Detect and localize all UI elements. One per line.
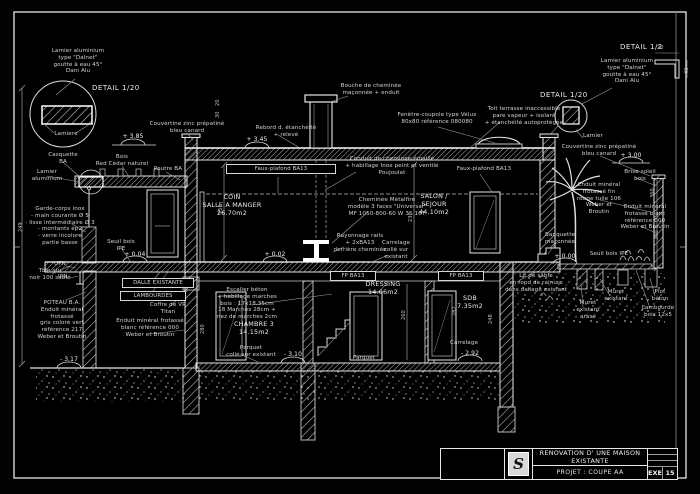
ann-lvl385L: + 3.85 [122,133,144,140]
dimension-lines [18,84,661,368]
dim-d282: 282 [451,306,458,317]
ann-lvl002: + 0.02 [264,251,286,258]
ann-coinSalle: COIN SALLE A MANGER 26.70m2 [202,193,262,217]
project-title: RENOVATION D' UNE MAISON EXISTANTE [533,449,647,466]
ann-plotBeton: Plot béton [651,289,669,302]
dim-d360: 360 [649,188,656,199]
ann-briseSoleil: Brise soleil bois [624,169,656,182]
ann-boisRedCedar: Bois Red Cédar naturel [95,154,149,167]
ann-boucheCheminee: Bouche de cheminée maçonnée + enduit [340,83,402,96]
detail-circle-right [547,87,613,139]
ann-fenetreCoupole: Fenêtre-coupole type Vélux 80x80 référen… [397,112,477,125]
ann-carrelage2: Carrelage [449,340,479,346]
ann-dressing: DRESSING 14.06m2 [365,280,401,296]
ann-seuilIpeR: Seuil bois IPE [589,251,629,257]
ann-parquet2: Parquet [352,355,376,361]
ann-poutreBA: Poutre BA [153,166,183,172]
dim-d249: 249 [17,222,24,233]
ann-detail120R: DETAIL 1/20 [540,91,588,99]
ann-lamierNoteR: Lamier aluminium type "Dalnet" goutte à … [600,58,654,85]
ann-lambourdes: LAMBOURDES [120,291,186,302]
level-marks [56,138,650,369]
ann-salonSejour: SALON / SEJOUR 44.10m2 [419,192,449,216]
ann-couvertineL: Couvertine zinc prépatiné bleu canard [149,121,225,134]
dim-d250: 250 [217,204,224,215]
detail-circle-left [29,78,97,148]
detail-profile [654,52,688,79]
ann-banquette: Banquette maçonnée [544,232,576,245]
dim-d260: 260 [400,310,407,321]
ann-coffreVR: Coffre de VR Titan [149,302,187,315]
architect-logo: S [508,452,529,476]
ann-parquetColle: Parquet collé sur existant [226,345,276,358]
ground [30,273,665,402]
ann-fauxPlafondR: Faux-plafond BA13 [456,166,512,172]
porch-roof [74,168,188,195]
ann-toitTerrasse: Toit terrasse inaccessible pare vapeur +… [484,106,564,126]
dim-d280: 280 [199,324,206,335]
dim-d230: 230 [407,212,414,223]
ann-litDeSable: Lit de sable en fond de rainure dans dal… [504,273,568,293]
ann-lamierR: Lamier [583,133,603,139]
dim-dp20: 20 [657,45,664,51]
ann-lvl292: - 2.92 [460,350,480,357]
ann-lvl310: - 3.10 [283,351,303,358]
info-row [648,449,677,455]
ann-lvl300: + 3.00 [620,152,642,159]
ann-detail120L: DETAIL 1/20 [92,84,140,92]
title-block-titles: RENOVATION D' UNE MAISON EXISTANTE PROJE… [533,449,648,479]
ann-enduitBlancR: Enduit minéral frotassé blanc référence … [620,204,670,231]
ann-escalier: Escalier béton + habillage marches bois … [216,287,278,321]
ann-ipn: IPN [58,274,68,280]
ann-toleAlu: Tôle alu noir 100 sablé [29,268,71,281]
phase-label: EXE [648,467,663,479]
ann-enduitBlancL: Enduit minéral frotassé blanc référence … [116,318,184,338]
title-block-empty-cell [441,449,505,479]
ann-lamierAluL: Lamier aluminium [31,169,63,182]
ann-sdb: SDB 7.35m2 [457,294,483,310]
info-row [648,461,677,467]
drawing-title: PROJET : COUPE AA [556,469,624,476]
dim-dp40: 40 [683,67,690,75]
title-block-info: EXE 15 [648,449,677,479]
ann-casquetteL: Casquette BA [48,152,78,165]
ann-muretExistant: Muret existant [604,289,628,302]
ann-fauxPlafondL: Faux-plafond BA13 [226,164,336,175]
ann-upn: UPN [54,261,66,267]
ann-fpBA13a: FP BA13 [330,271,376,282]
dim-d248: 248 [487,314,494,325]
terrace [537,157,666,301]
ann-poteauBA: POTEAU B.A. Enduit minéral frotassé gris… [37,300,87,341]
ann-chemineeMetalfire: Cheminée Métalfire modèle 3 faces "Unive… [347,197,427,217]
ann-chambre3: CHAMBRE 3 14.15m2 [234,320,274,336]
ann-detail12: DETAIL 1/2 [620,43,663,51]
ann-lamierNoteL: Lamier aluminium type "Dalnet" goutte à … [51,48,105,75]
ann-conduitCheminee: Conduit de cheminée émaillé + habillage … [345,156,439,176]
roof [181,94,559,161]
dim-d30: 30 [214,111,221,119]
title-block-logo-cell: S [505,449,533,479]
ann-lvl000: + 0.00 [554,253,576,260]
dim-d300: 300 [653,230,660,241]
ann-gardeCorps: Garde-corps inox - main courante Ø 5 - l… [25,206,95,247]
title-block: S RENOVATION D' UNE MAISON EXISTANTE PRO… [440,448,678,480]
ann-lvl345: + 3.45 [246,136,268,143]
ann-fpBA13b: FP BA13 [438,271,484,282]
ann-lvl004: + 0.04 [124,251,146,258]
ann-couvertineR: Couvertine zinc prépatiné bleu canard [561,144,637,157]
ann-carrelageColle: Carrelage collé sur existant [381,240,411,260]
ann-lamiereL: Lamiere [54,131,78,137]
ann-enduitRouge: Enduit minéral frotassé fin rouge tuile … [576,182,622,216]
sheet-number: 15 [665,469,675,477]
ann-dalleExistante: DALLE EXISTANTE [122,278,194,289]
ann-lambourdeR: Lambourde bois 12x5 [641,305,675,318]
info-row [648,455,677,461]
ann-seuilIpeL: Seuil bois IPE [107,239,135,252]
ann-rayonnage: Rayonnage rails + 2xBA13 derrière chemin… [333,233,387,253]
ann-rebordEtanch: Rebord d. étanchéité + relevé [255,125,317,138]
ann-lvl317: - 3.17 [59,356,79,363]
ann-muretArase: Muret existant arasé [576,300,600,320]
